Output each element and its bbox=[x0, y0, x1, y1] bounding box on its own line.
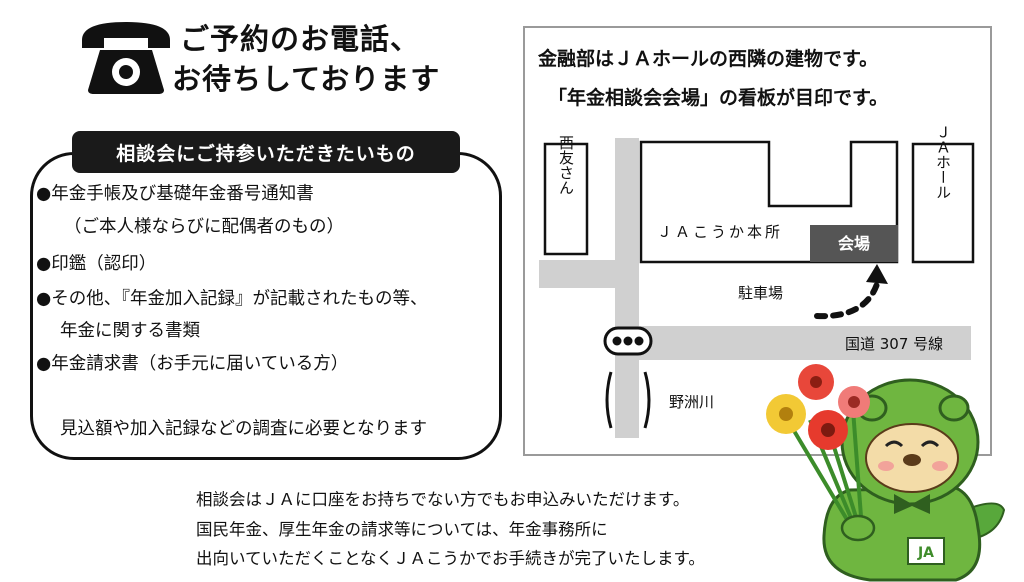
route-arrow-path bbox=[814, 281, 880, 320]
traffic-signal-icon bbox=[603, 326, 653, 356]
mascot-emblem: JA bbox=[917, 545, 934, 561]
bring-item-1: ●年金手帳及び基礎年金番号通知書 bbox=[36, 184, 314, 204]
map-diagram: 西友さん ＪＡホール ＪＡこうか本所 会場 駐車場 国道 307 号線 野洲川 bbox=[539, 125, 975, 438]
parking-label: 駐車場 bbox=[738, 284, 783, 302]
telephone-icon bbox=[82, 22, 170, 94]
mascot-with-flowers-icon: JA bbox=[766, 364, 1006, 582]
bridge-right-mark bbox=[643, 371, 651, 429]
ja-hall-label: ＪＡホール bbox=[934, 125, 952, 200]
bring-item-5: 年金に関する書類 bbox=[60, 321, 200, 341]
ja-koka-label: ＪＡこうか本所 bbox=[657, 223, 783, 241]
bring-list-title: 相談会にご持参いただきたいもの bbox=[72, 131, 460, 173]
map-frame bbox=[523, 26, 992, 456]
footer-line-2: 国民年金、厚生年金の請求等については、年金事務所に bbox=[196, 520, 608, 539]
route-307-road bbox=[615, 326, 971, 360]
map-title-1: 金融部はＪＡホールの西隣の建物です。 bbox=[538, 48, 879, 70]
bring-item-6: ●年金請求書（お手元に届いている方） bbox=[36, 354, 349, 374]
ja-hall-building bbox=[911, 142, 975, 264]
nishitomo-building bbox=[543, 142, 589, 256]
footer-line-1: 相談会はＪＡに口座をお持ちでない方でもお申込みいただけます。 bbox=[196, 490, 690, 509]
footer-line-3: 出向いていただくことなくＪＡこうかでお手続きが完了いたします。 bbox=[196, 549, 705, 568]
road-side bbox=[539, 260, 639, 288]
nishitomo-label: 西友さん bbox=[557, 135, 575, 195]
bring-item-2: （ご本人様ならびに配偶者のもの） bbox=[64, 217, 344, 237]
river-label: 野洲川 bbox=[669, 393, 714, 411]
header-line-1: ご予約のお電話、 bbox=[180, 22, 421, 56]
bring-item-4: ●その他、『年金加入記録』が記載されたもの等、 bbox=[36, 289, 428, 309]
flower-icon bbox=[766, 364, 870, 450]
venue-marker bbox=[810, 225, 898, 262]
bring-list-note: 見込額や加入記録などの調査に必要となります bbox=[60, 419, 427, 439]
bring-item-3: ●印鑑（認印） bbox=[36, 254, 157, 274]
venue-label: 会場 bbox=[838, 234, 870, 253]
arrow-up-icon bbox=[866, 264, 888, 284]
route-307-label: 国道 307 号線 bbox=[845, 335, 943, 353]
map-title-2: 「年金相談会会場」の看板が目印です。 bbox=[548, 87, 889, 109]
header-line-2: お待ちしております bbox=[172, 62, 441, 96]
bridge-left-mark bbox=[605, 371, 613, 429]
